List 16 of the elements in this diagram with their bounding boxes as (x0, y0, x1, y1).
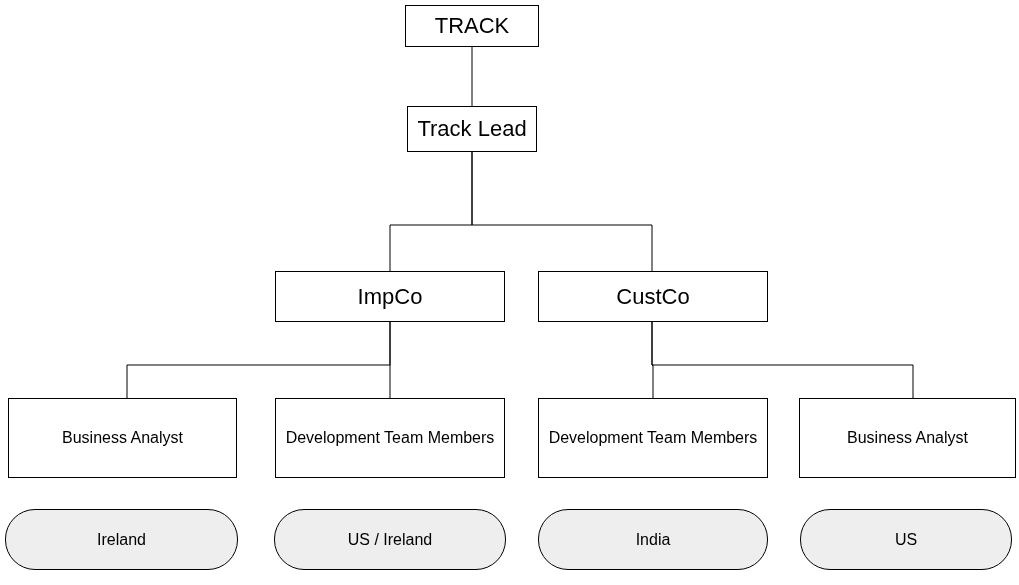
org-box: Development Team Members (538, 398, 768, 478)
connector-line (471, 151, 653, 272)
org-box: CustCo (538, 271, 768, 322)
org-box: Track Lead (407, 106, 537, 152)
connector-line (471, 46, 473, 107)
location-pill: US / Ireland (274, 509, 506, 570)
location-pill: Ireland (5, 509, 238, 570)
location-pill: India (538, 509, 768, 570)
org-box: ImpCo (275, 271, 505, 322)
connector-line (651, 321, 914, 399)
org-box: Business Analyst (799, 398, 1016, 478)
org-box: Business Analyst (8, 398, 237, 478)
org-box: TRACK (405, 5, 539, 47)
location-pill: US (800, 509, 1012, 570)
org-box: Development Team Members (275, 398, 505, 478)
connector-line (389, 321, 391, 399)
